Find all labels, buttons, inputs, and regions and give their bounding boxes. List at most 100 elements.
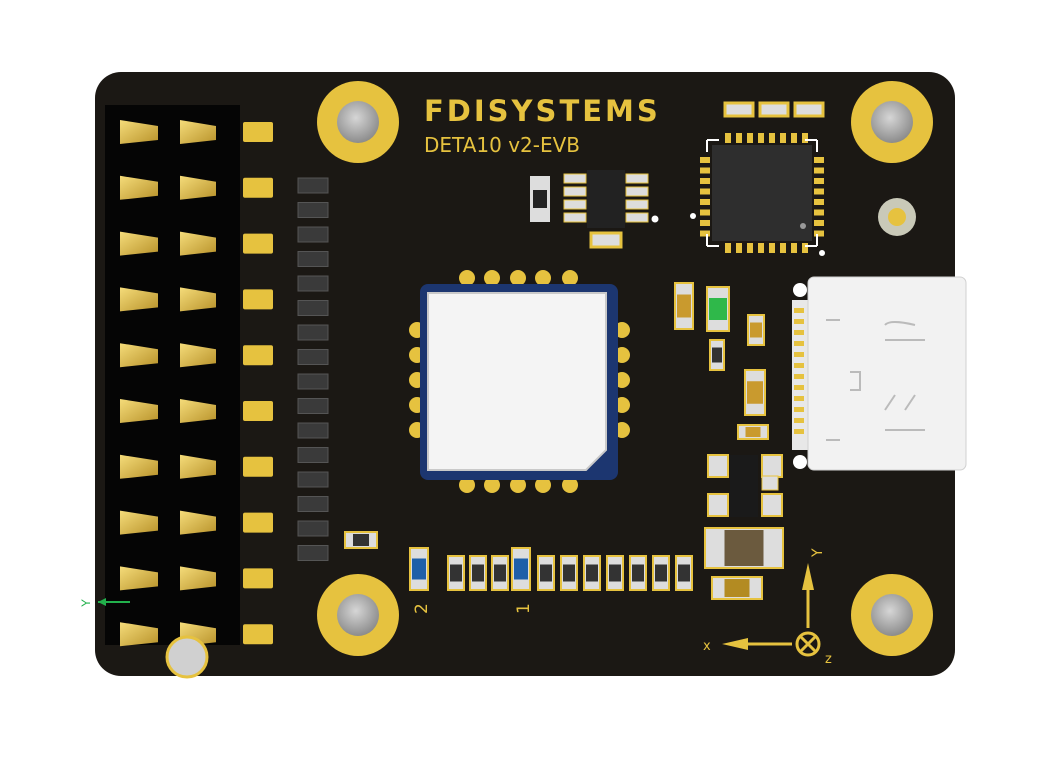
axis-z-label: z — [825, 652, 832, 667]
resistor-body — [745, 427, 761, 437]
soic-pin — [625, 212, 649, 223]
soic-pin — [625, 199, 649, 210]
resistor-array — [297, 177, 329, 561]
z-axis-circle-icon — [795, 631, 821, 657]
resistor-body — [712, 347, 722, 363]
resistor-body — [609, 564, 621, 582]
header-pin — [180, 399, 216, 423]
resistor — [297, 177, 329, 194]
qfn-pad — [747, 133, 753, 143]
qfn-pads — [700, 133, 824, 253]
resistor — [297, 545, 329, 561]
resistor — [761, 475, 779, 491]
origin-marker — [98, 598, 130, 606]
capacitor-body — [724, 579, 750, 597]
header-pin — [180, 454, 216, 479]
resistor-body — [750, 322, 762, 338]
qfn-pad — [700, 220, 710, 226]
silk-dot — [690, 213, 696, 219]
qfn-pad — [780, 133, 786, 143]
soic-pin — [563, 173, 587, 184]
capacitor-body — [514, 558, 528, 580]
castellated-pad — [535, 270, 551, 286]
qfn-pad — [802, 133, 808, 143]
capacitor-body — [747, 381, 763, 404]
qfn-pad — [725, 243, 731, 253]
resistor-body — [586, 564, 598, 582]
axis-y-label: Y — [810, 548, 826, 558]
mounting-hole — [871, 101, 913, 143]
resistor — [297, 447, 329, 463]
rf-module — [409, 270, 630, 493]
origin-arrow-icon — [98, 598, 106, 606]
usb-pin — [794, 374, 804, 379]
resistor — [297, 520, 329, 537]
resistor-body — [764, 460, 780, 472]
usb-pin — [794, 429, 804, 434]
mounting-hole — [337, 101, 379, 143]
sot-regulator — [730, 455, 758, 517]
axis-indicator — [722, 563, 821, 657]
smd-resistor — [723, 101, 755, 118]
resistor — [297, 471, 329, 488]
qfn-pad — [747, 243, 753, 253]
resistor — [297, 373, 329, 390]
mounting-holes — [317, 81, 933, 656]
header-hole — [165, 635, 209, 679]
soic-pads — [563, 173, 649, 223]
qfn-pad — [700, 199, 710, 205]
qfn-pad — [814, 209, 824, 216]
resistor-body — [353, 534, 369, 546]
header-pin — [180, 120, 216, 144]
qfn-pad — [791, 243, 797, 253]
castellated-pad — [535, 477, 551, 493]
qfn-pad — [814, 167, 824, 174]
header-pad — [243, 568, 273, 589]
qfn-pad — [814, 230, 824, 237]
usb-c-connector — [792, 276, 967, 471]
usb-c-mount-hole — [793, 283, 807, 297]
qfn-pad — [769, 133, 775, 143]
qfn-chip — [690, 133, 825, 256]
castellated-pad — [484, 477, 500, 493]
qfn-pad — [814, 157, 824, 163]
castellated-pad — [562, 270, 578, 286]
qfn-pad — [814, 178, 824, 184]
qfn-pad — [780, 243, 786, 253]
brand-logo: FDISYSTEMS — [424, 94, 661, 128]
qfn-outline — [706, 139, 818, 247]
usb-pin — [794, 418, 804, 423]
header-pin — [120, 454, 158, 479]
usb-pin — [794, 308, 804, 313]
header-pins — [120, 120, 273, 647]
qfn-body — [712, 145, 812, 241]
qfn-pad — [700, 157, 710, 163]
qfn-pad — [700, 188, 710, 195]
smd-resistor — [758, 101, 790, 118]
x-axis-arrow-icon — [722, 638, 748, 650]
resistor — [297, 496, 329, 512]
castellated-pad — [510, 270, 526, 286]
castellated-pad — [510, 477, 526, 493]
header-pad — [243, 401, 273, 421]
usb-c-shell-detail — [826, 319, 925, 441]
soic-pin — [563, 186, 587, 197]
passive-components — [344, 282, 784, 600]
qfn-pad — [769, 243, 775, 253]
usb-pin — [794, 330, 804, 335]
usb-pin — [794, 385, 804, 390]
usb-pin — [794, 396, 804, 401]
qfn-pad — [700, 167, 710, 174]
status-led-body — [709, 298, 727, 320]
pin2-label: 2 — [412, 603, 432, 614]
qfn-pad — [791, 133, 797, 143]
usb-c-shell — [807, 276, 967, 471]
header-pad — [243, 456, 273, 477]
inductor-body — [724, 530, 764, 566]
origin-y-label: Y — [79, 599, 93, 607]
qfn-pad — [725, 133, 731, 143]
soic-pin — [563, 199, 587, 210]
smd-resistor — [589, 231, 623, 249]
resistor-body — [632, 564, 644, 582]
